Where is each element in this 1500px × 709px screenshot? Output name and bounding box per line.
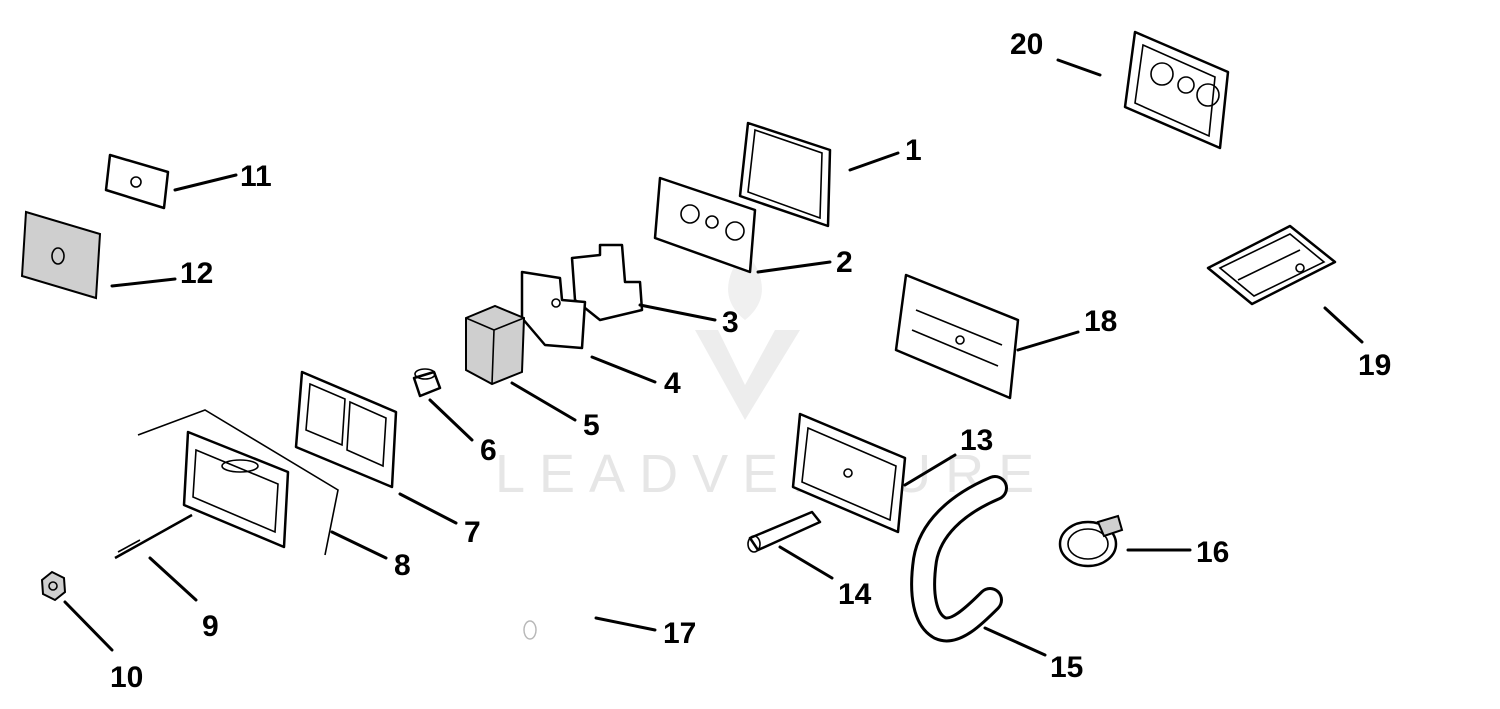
part-5-block [465,304,526,386]
leader-18 [1016,330,1080,352]
leader-15 [983,626,1047,657]
leader-17 [594,616,657,632]
callout-9: 9 [202,610,219,643]
leader-13 [903,453,957,487]
callout-8: 8 [394,549,411,582]
callout-6: 6 [480,434,497,467]
leader-19 [1323,306,1364,344]
part-16-clamp [1058,514,1124,568]
leader-10 [63,600,114,652]
callout-19: 19 [1358,349,1391,382]
leader-2 [756,260,832,274]
leader-7 [398,492,458,525]
part-9-stud [114,513,193,560]
part-3-reed-plate [570,243,644,322]
part-14-pin [747,510,822,553]
leader-20 [1056,58,1102,77]
leader-8 [330,530,388,560]
leader-14 [778,545,834,580]
part-4-reed-plate [520,270,587,350]
part-11-plate [104,153,170,210]
leader-3 [638,303,717,322]
leader-5 [510,381,577,422]
callout-4: 4 [664,367,681,400]
callout-18: 18 [1084,305,1117,338]
leader-6 [428,398,474,442]
callout-labels: 1 2 3 4 5 6 7 8 9 10 11 12 13 14 15 16 1… [110,28,1391,694]
watermark: LEADVENTURE [495,250,1048,504]
part-1-gasket [738,121,832,228]
callout-7: 7 [464,516,481,549]
callout-13: 13 [960,424,993,457]
callout-2: 2 [836,246,853,279]
callout-12: 12 [180,257,213,290]
callout-5: 5 [583,409,600,442]
callout-16: 16 [1196,536,1229,569]
callout-10: 10 [110,661,143,694]
leader-12 [110,277,177,288]
part-17-o-ring [523,620,537,640]
callout-15: 15 [1050,651,1083,684]
part-18-plate [894,273,1020,400]
callout-11: 11 [240,160,272,193]
leader-lines [63,58,1364,657]
part-7-gasket [294,370,398,489]
part-2-plate [653,176,757,274]
part-13-housing [791,412,907,534]
callout-14: 14 [838,578,872,611]
part-12-block [20,210,102,300]
watermark-logo-icon [695,330,800,420]
leader-9 [148,556,198,602]
watermark-text: LEADVENTURE [495,444,1048,504]
callout-20: 20 [1010,28,1043,61]
leader-4 [590,355,657,384]
part-15-hose [910,475,1008,643]
callout-17: 17 [663,617,696,650]
part-6-sleeve [412,368,442,398]
leader-11 [173,173,238,192]
part-19-tray [1206,224,1337,306]
part-10-nut [40,570,67,602]
leader-1 [848,151,900,172]
part-8-housing [137,409,339,556]
callout-1: 1 [905,134,922,167]
part-20-cover-plate [1123,30,1230,150]
callout-3: 3 [722,306,739,339]
